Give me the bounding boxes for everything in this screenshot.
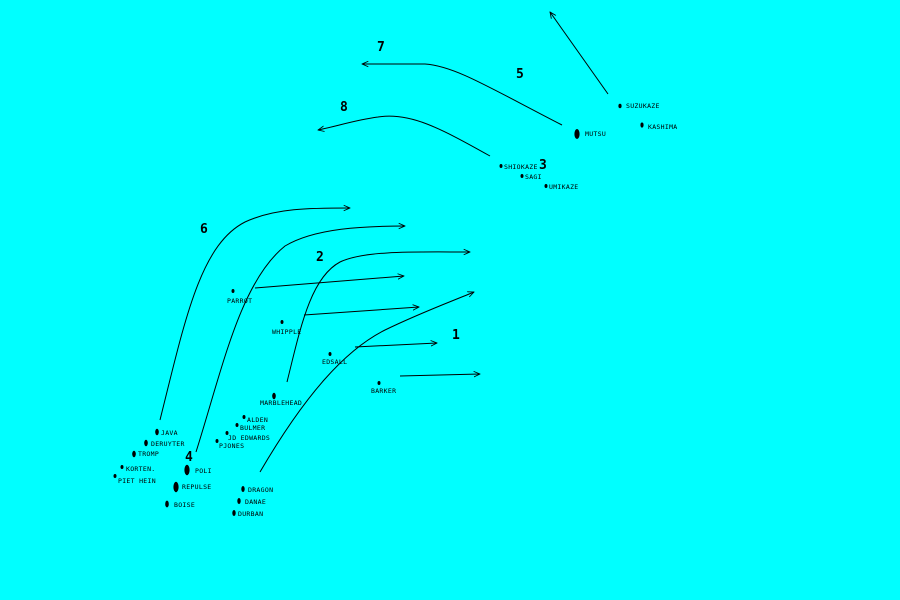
svg-text:DANAE: DANAE [245, 498, 266, 506]
svg-text:PJONES: PJONES [219, 442, 244, 450]
track-parrot [254, 276, 404, 289]
group-number-4: 4 [185, 450, 193, 465]
group-number-3: 3 [539, 158, 547, 173]
svg-text:JAVA: JAVA [161, 429, 178, 437]
ship-repulse[interactable]: REPULSE [173, 481, 212, 493]
ship-bulmer[interactable]: BULMER [235, 423, 266, 432]
svg-text:DRAGON: DRAGON [248, 486, 273, 494]
svg-text:MARBLEHEAD: MARBLEHEAD [260, 399, 302, 407]
track-group-8 [318, 115, 491, 157]
svg-text:SHIOKAZE: SHIOKAZE [504, 163, 538, 171]
ship-parrot[interactable]: PARROT [227, 289, 252, 305]
ship-whipple[interactable]: WHIPPLE [272, 320, 302, 336]
ship-sagi[interactable]: SAGI [520, 173, 542, 181]
svg-text:BOISE: BOISE [174, 501, 195, 509]
svg-text:POLI: POLI [195, 467, 212, 475]
ship-barker[interactable]: BARKER [371, 381, 396, 395]
svg-text:SUZUKAZE: SUZUKAZE [626, 102, 660, 110]
svg-text:JD EDWARDS: JD EDWARDS [228, 434, 270, 442]
track-dragon-group [259, 292, 474, 473]
svg-text:MUTSU: MUTSU [585, 130, 606, 138]
group-number-7: 7 [377, 40, 385, 55]
group-number-8: 8 [340, 100, 348, 115]
ship-deruyter[interactable]: DERUYTER [144, 439, 185, 448]
svg-text:PARROT: PARROT [227, 297, 252, 305]
svg-text:UMIKAZE: UMIKAZE [549, 183, 579, 191]
svg-text:KORTEN.: KORTEN. [126, 465, 156, 473]
svg-text:BULMER: BULMER [240, 424, 265, 432]
ship-kortenaer[interactable]: KORTEN. [120, 465, 156, 473]
track-group-6 [159, 208, 350, 421]
ship-danae[interactable]: DANAE [237, 498, 266, 506]
ship-poli[interactable]: POLI [184, 464, 212, 476]
ship-shiokaze[interactable]: SHIOKAZE [499, 163, 538, 171]
ship-suzukaze[interactable]: SUZUKAZE [618, 102, 659, 110]
track-marblehead [286, 252, 470, 383]
ship-tromp[interactable]: TROMP [132, 450, 159, 458]
group-number-5: 5 [516, 67, 524, 82]
ship-kashima[interactable]: KASHIMA [640, 122, 677, 131]
group-number-6: 6 [200, 222, 208, 237]
group-number-1: 1 [452, 328, 460, 343]
ship-marblehead[interactable]: MARBLEHEAD [260, 392, 302, 407]
ship-umikaze[interactable]: UMIKAZE [544, 183, 579, 191]
svg-text:SAGI: SAGI [525, 173, 542, 181]
track-barker [399, 374, 480, 376]
ship-java[interactable]: JAVA [155, 428, 178, 437]
track-whipple [303, 307, 419, 316]
svg-text:EDSALL: EDSALL [322, 358, 347, 366]
svg-text:TROMP: TROMP [138, 450, 159, 458]
group-number-2: 2 [316, 250, 324, 265]
track-suzukaze [550, 12, 609, 95]
svg-text:WHIPPLE: WHIPPLE [272, 328, 302, 336]
svg-text:DERUYTER: DERUYTER [151, 440, 185, 448]
ship-dragon[interactable]: DRAGON [241, 486, 273, 494]
track-group-5 [362, 64, 563, 126]
svg-text:DURBAN: DURBAN [238, 510, 263, 518]
ship-jd-edwards[interactable]: JD EDWARDS [225, 431, 271, 442]
track-poli-group [195, 226, 405, 453]
svg-text:REPULSE: REPULSE [182, 483, 212, 491]
ship-edsall[interactable]: EDSALL [322, 352, 347, 366]
svg-text:BARKER: BARKER [371, 387, 396, 395]
svg-text:PIET HEIN: PIET HEIN [118, 477, 156, 485]
ship-boise[interactable]: BOISE [165, 500, 195, 509]
track-edsall [354, 343, 437, 348]
ship-alden[interactable]: ALDEN [242, 415, 269, 424]
ship-mutsu[interactable]: MUTSU [574, 129, 606, 139]
ship-durban[interactable]: DURBAN [232, 510, 263, 518]
ship-pjones[interactable]: PJONES [215, 439, 245, 450]
svg-text:KASHIMA: KASHIMA [648, 123, 678, 131]
ship-piet-hein[interactable]: PIET HEIN [113, 474, 156, 485]
svg-text:ALDEN: ALDEN [247, 416, 268, 424]
